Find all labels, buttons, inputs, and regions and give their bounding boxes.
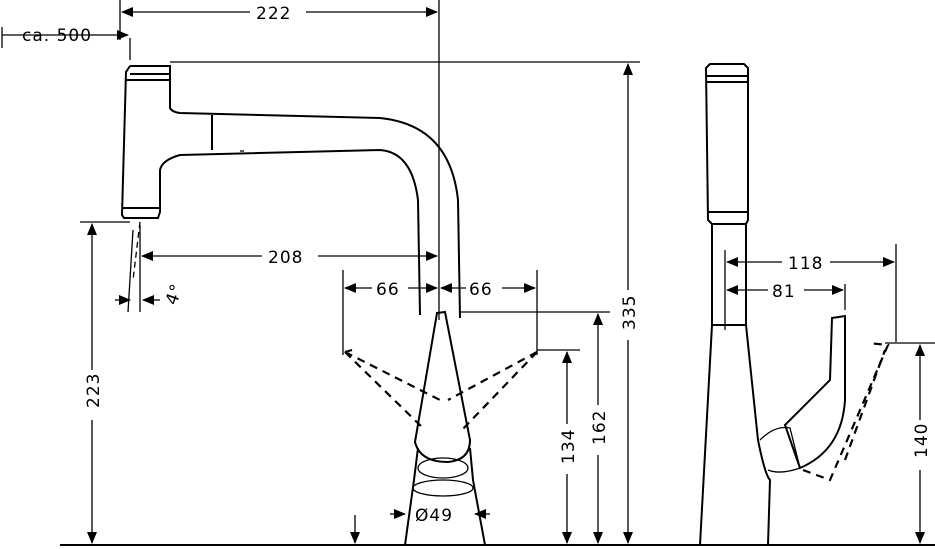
- dim-66-right: 66: [469, 280, 493, 300]
- dim-66-left: 66: [376, 280, 400, 300]
- dim-angle: 4°: [162, 281, 188, 308]
- dim-ca500: ca. 500: [22, 26, 92, 46]
- dim-222: 222: [256, 4, 291, 24]
- dim-diameter-49: Ø49: [415, 506, 453, 526]
- dim-118: 118: [788, 254, 823, 274]
- dim-223: 223: [84, 373, 104, 408]
- front-view-faucet: [60, 65, 935, 546]
- side-view-faucet: [699, 63, 935, 546]
- dim-162: 162: [590, 410, 610, 445]
- dim-134: 134: [559, 429, 579, 464]
- dim-140: 140: [912, 423, 932, 458]
- dim-335: 335: [620, 295, 640, 330]
- dim-81: 81: [772, 282, 796, 302]
- extension-lines: [80, 0, 640, 355]
- dim-208: 208: [268, 248, 303, 268]
- dimension-lines: [1, 7, 633, 544]
